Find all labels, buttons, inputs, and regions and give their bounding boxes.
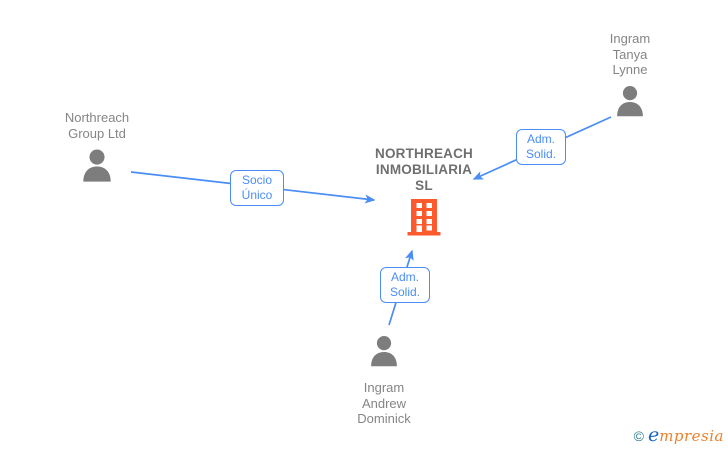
node-northreach-group-ltd[interactable]: Northreach Group Ltd <box>37 110 157 190</box>
copyright-icon: © <box>633 428 644 444</box>
edge-label-adm-solid-tanya[interactable]: Adm. Solid. <box>516 129 566 165</box>
node-ingram-andrew-dominick[interactable]: Ingram Andrew Dominick <box>324 335 444 427</box>
person-icon <box>368 335 400 374</box>
building-icon <box>404 197 444 242</box>
empresia-logo[interactable]: © e mpresia <box>634 424 724 446</box>
edge-label-socio-unico[interactable]: Socio Único <box>230 170 284 206</box>
edge-label-adm-solid-andrew[interactable]: Adm. Solid. <box>380 267 430 303</box>
person-icon <box>80 148 114 190</box>
brand-letter-e: e <box>647 424 660 446</box>
company-title: NORTHREACH INMOBILIARIA SL <box>375 146 473 193</box>
node-label-northreach-group-ltd: Northreach Group Ltd <box>64 110 130 141</box>
person-icon <box>614 85 646 124</box>
node-label-ingram-tanya-lynne: Ingram Tanya Lynne <box>609 31 651 77</box>
brand-text: mpresia <box>659 427 724 445</box>
node-ingram-tanya-lynne[interactable]: Ingram Tanya Lynne <box>570 31 690 124</box>
node-northreach-inmobiliaria-sl[interactable]: NORTHREACH INMOBILIARIA SL <box>364 146 484 242</box>
node-label-ingram-andrew-dominick: Ingram Andrew Dominick <box>357 380 411 426</box>
